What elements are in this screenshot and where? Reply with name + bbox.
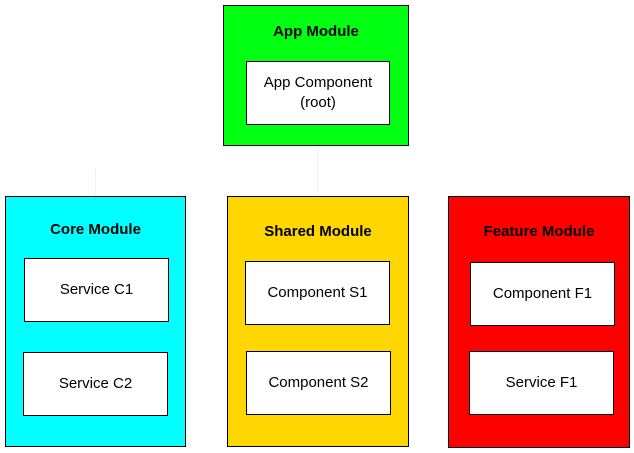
app-module: App Module App Component (root) <box>223 5 409 146</box>
shared-module-title: Shared Module <box>264 223 372 240</box>
feature-module-title: Feature Module <box>483 223 595 240</box>
core-module: Core Module Service C1 Service C2 <box>5 196 186 447</box>
component-s2-label: Component S2 <box>268 374 369 391</box>
component-s1-label: Component S1 <box>267 284 368 301</box>
component-f1-label: Component F1 <box>492 285 593 302</box>
app-component-label: App Component <box>263 74 373 91</box>
service-f1-label: Service F1 <box>505 374 578 391</box>
connector-line-left <box>95 168 96 196</box>
shared-module: Shared Module Component S1 Component S2 <box>227 196 409 447</box>
service-c1-label: Service C1 <box>59 281 134 298</box>
service-c2-label: Service C2 <box>58 375 133 392</box>
component-f1-box: Component F1 <box>470 262 615 326</box>
feature-module: Feature Module Component F1 Service F1 <box>448 196 630 448</box>
service-c2-box: Service C2 <box>23 352 168 416</box>
core-module-title: Core Module <box>50 221 141 238</box>
connector-line-right <box>317 150 318 196</box>
component-s2-box: Component S2 <box>246 351 391 415</box>
service-f1-box: Service F1 <box>469 351 614 415</box>
service-c1-box: Service C1 <box>24 258 169 322</box>
app-module-title: App Module <box>273 23 359 40</box>
component-s1-box: Component S1 <box>245 261 390 325</box>
app-component-box: App Component (root) <box>246 61 390 125</box>
app-component-root-label: (root) <box>300 94 336 111</box>
